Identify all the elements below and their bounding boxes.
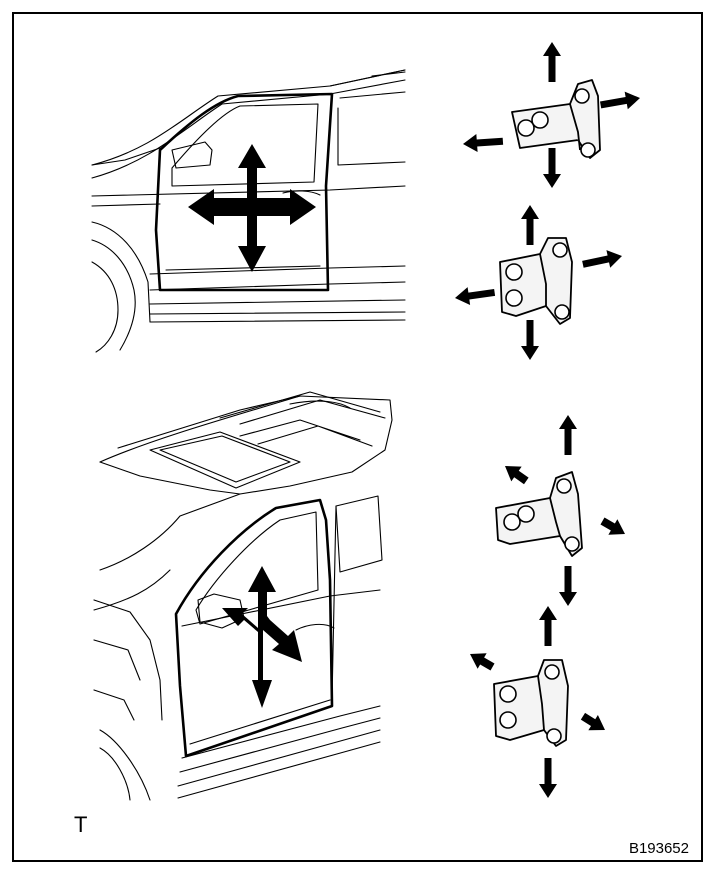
top-vehicle-side-view xyxy=(91,69,406,353)
lower-hinge-2-icon xyxy=(465,606,610,798)
bottom-door-adjust-arrows-icon xyxy=(222,566,302,708)
bottom-vehicle-three-quarter-view xyxy=(93,391,393,801)
diagram-frame xyxy=(12,12,703,862)
top-door-adjust-arrows-icon xyxy=(188,144,316,272)
lower-hinge-1-icon xyxy=(453,205,624,360)
figure-id: B193652 xyxy=(628,840,689,857)
upper-hinge-2-icon xyxy=(495,415,630,606)
view-label: T xyxy=(74,812,88,837)
upper-hinge-1-icon xyxy=(462,42,642,188)
